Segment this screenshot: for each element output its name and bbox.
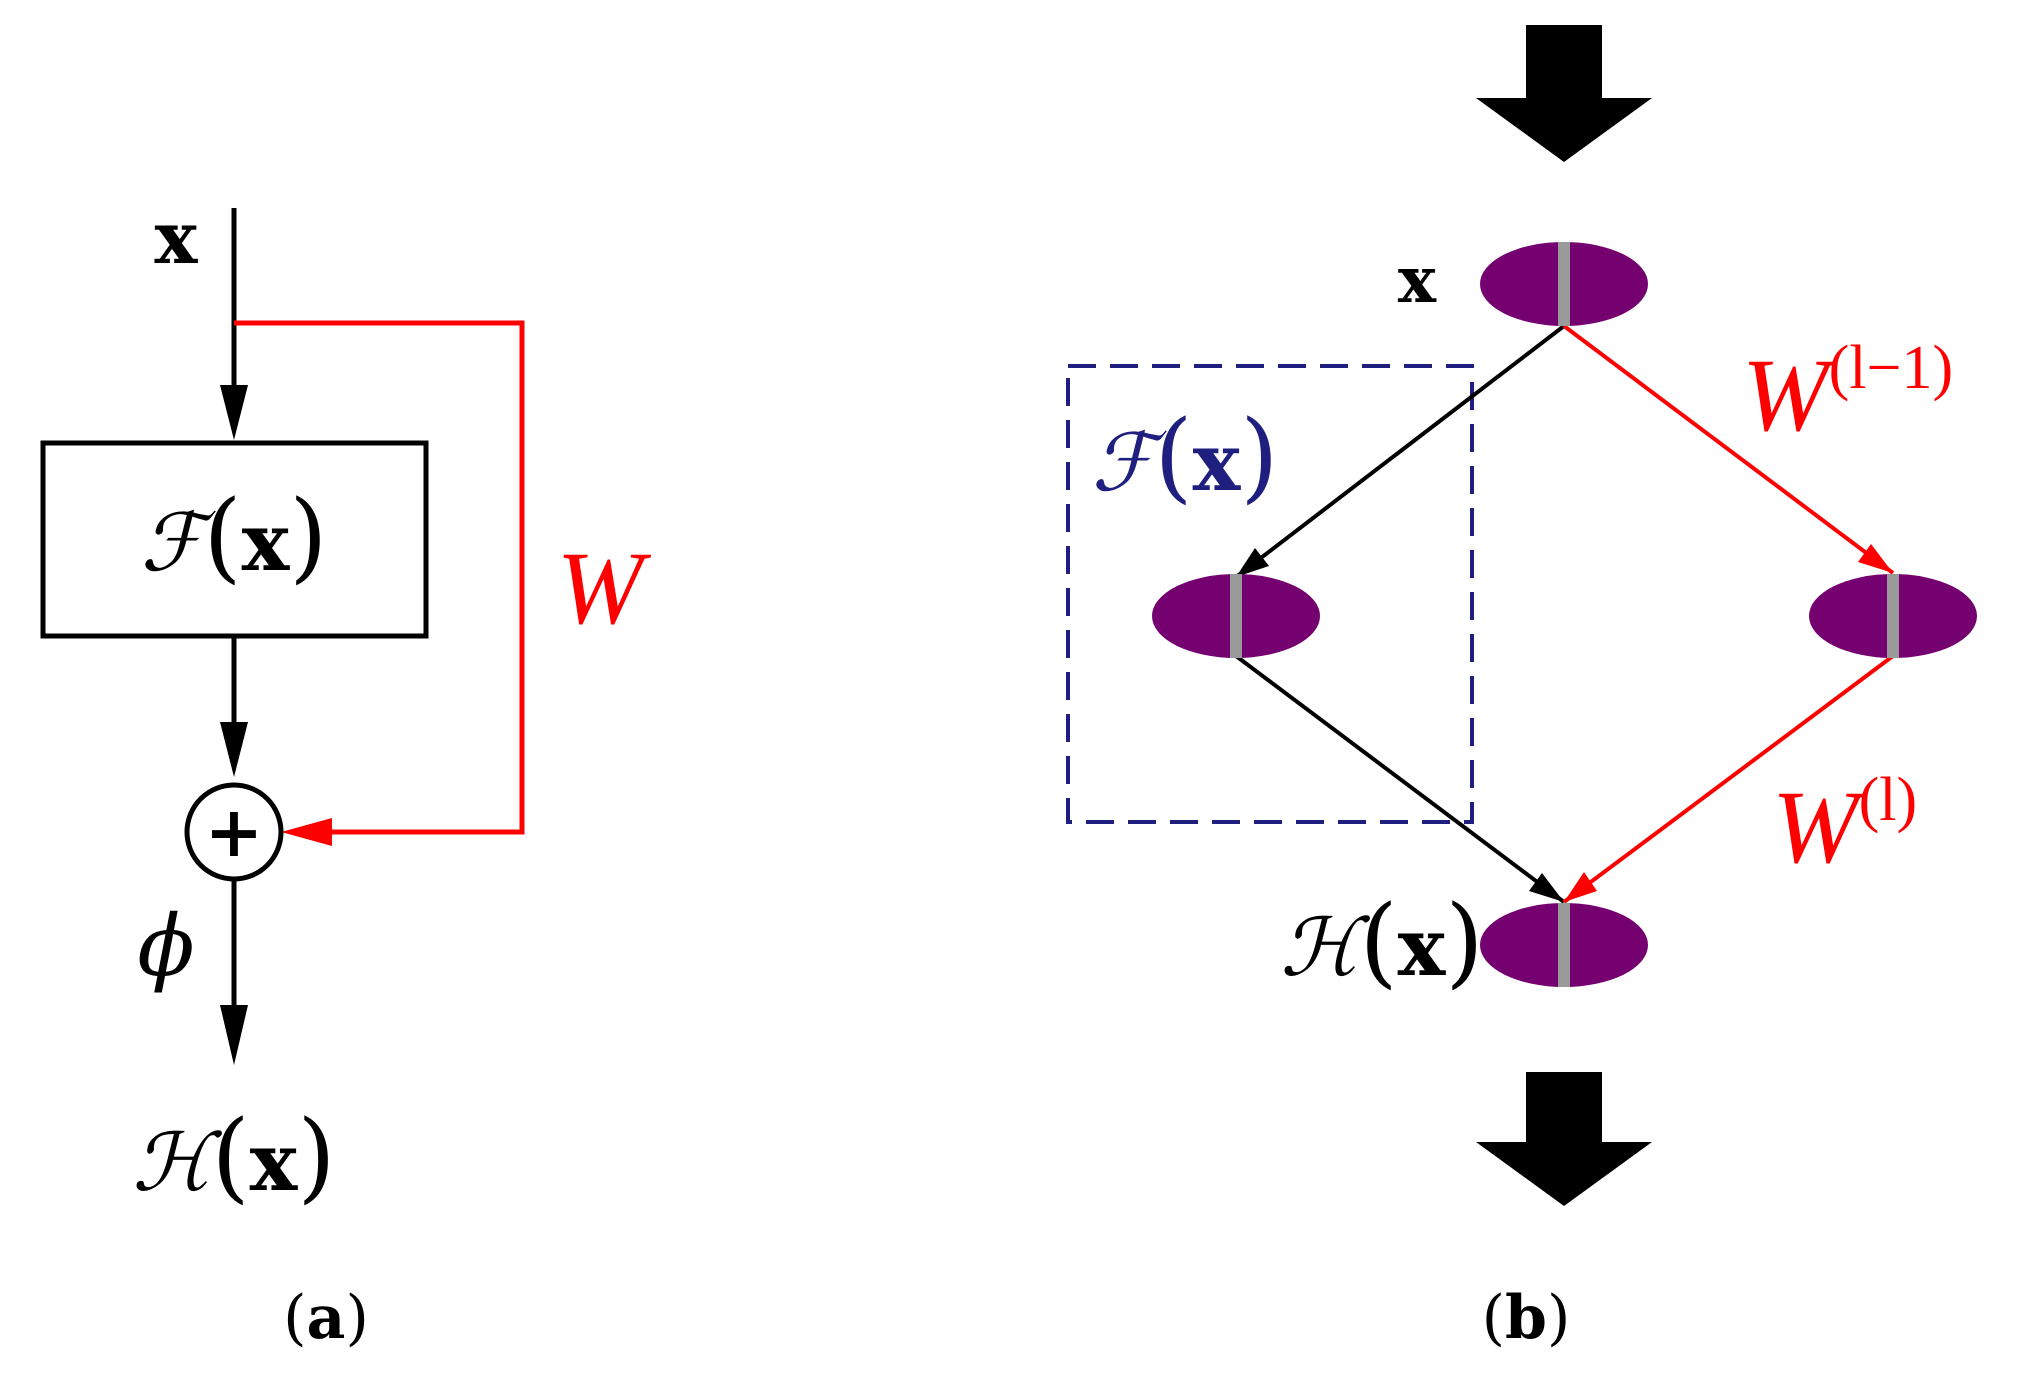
input-label-b: x [1398,243,1437,318]
input-arrowhead [220,385,248,440]
panel-a: ℱ(x) W + ϕ x ℋ(x) (a) [40,195,652,1353]
residual-region [1066,364,1474,824]
sum-symbol: + [205,790,264,873]
skip-connection [234,320,525,835]
edge-left-to-out-arrowhead [1529,873,1564,902]
edge-x-to-right-arrowhead [1858,544,1893,573]
block-label: ℱ(x) [140,480,327,594]
block-to-sum-arrowhead [220,722,248,777]
output-label: ℋ(x) [132,1100,335,1214]
edge-left-to-out [1234,654,1566,904]
output-func: ℋ [132,1116,222,1209]
weight-upper-label: W(l−1) [1742,334,1953,453]
node-input [1480,242,1648,326]
weight-upper-base: W [1742,338,1837,453]
panel-b: ℱ(x) x W(l−1) [1066,25,1977,1353]
block-arg: x [242,495,291,589]
edge-right-to-out-arrowhead [1564,872,1597,902]
edge-x-to-right [1562,324,1895,575]
weight-upper-sup: (l−1) [1829,334,1953,402]
output-arg: x [250,1115,299,1209]
node-output [1480,903,1648,987]
edge-x-to-left-arrowhead [1236,548,1269,577]
edge-x-to-left [1234,324,1566,579]
weight-lower-sup: (l) [1859,766,1918,834]
edge-right-to-out [1562,654,1895,904]
caption-a: (a) [283,1283,369,1353]
node-left [1152,574,1320,658]
weight-lower-label: W(l) [1772,766,1917,885]
weight-label: W [557,531,652,646]
skip-arrowhead [281,818,332,846]
caption-b: (b) [1482,1283,1571,1353]
residual-label: ℱ(x) [1091,400,1278,514]
output-arrowhead [220,1005,248,1065]
output-func-b: ℋ [1280,901,1370,994]
output-arg-b: x [1398,900,1447,994]
activation-label: ϕ [137,897,194,995]
flow-in-arrow [1476,25,1652,162]
input-label: x [155,195,199,280]
output-label-b: ℋ(x) [1280,885,1483,999]
residual-arg: x [1193,415,1242,509]
weight-lower-base: W [1772,770,1867,885]
flow-out-arrow [1476,1072,1652,1206]
node-right [1809,574,1977,658]
